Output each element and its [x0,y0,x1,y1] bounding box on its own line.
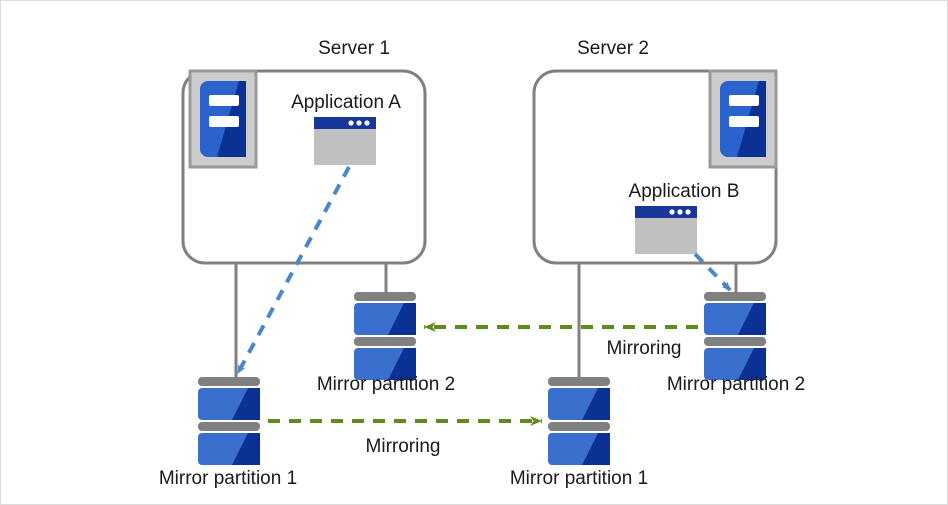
mirroring-label-top: Mirroring [606,338,682,359]
disk-icon-server1-partition2 [354,292,416,380]
application-b-label: Application B [628,181,740,202]
server-machine-icon-2 [708,69,778,169]
disk-label-server1-partition2: Mirror partition 2 [316,374,456,395]
server-2-title: Server 2 [577,38,649,59]
server-box-1 [181,69,427,265]
application-window-icon-b [635,206,697,254]
server-1-title: Server 1 [318,38,390,59]
disk-label-server1-partition1: Mirror partition 1 [158,468,298,489]
disk-icon-server1-partition1 [198,377,260,465]
application-access-arrows [236,166,732,374]
disk-icon-server2-partition2 [704,292,766,380]
disk-label-server2-partition2: Mirror partition 2 [666,374,806,395]
app-arrow-b [693,252,732,292]
server-machine-icon-1 [188,69,258,169]
app-arrow-a [236,166,351,374]
disk-label-server2-partition1: Mirror partition 1 [509,468,649,489]
application-window-icon-a [314,117,376,165]
disk-icon-server2-partition1 [548,377,610,465]
mirroring-label-bottom: Mirroring [365,436,441,457]
connector-lines [234,263,738,383]
application-a-label: Application A [291,92,401,113]
mirroring-arrows [268,322,698,426]
